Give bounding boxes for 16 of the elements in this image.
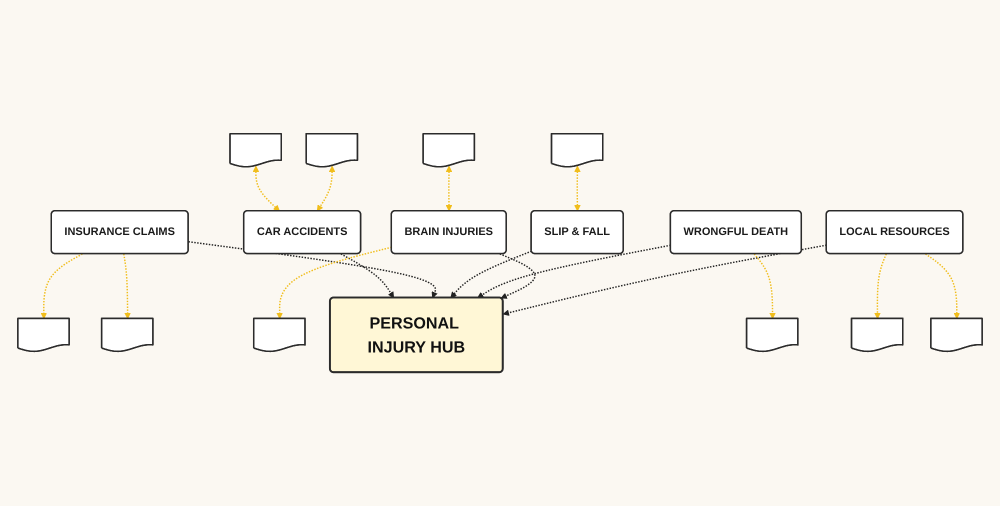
arrow [874,254,887,320]
arrow [340,253,394,298]
arrow [502,244,827,316]
arrow [316,166,336,212]
arrow [446,166,452,212]
arrow [925,253,960,320]
arrow [500,253,536,299]
arrow [40,253,83,320]
arrow [276,246,392,320]
arrow [477,244,671,298]
arrow [754,253,776,320]
arrow [574,166,581,212]
arrow [450,250,532,298]
arrow [252,166,280,212]
arrow [188,241,438,298]
arrow [123,254,131,320]
